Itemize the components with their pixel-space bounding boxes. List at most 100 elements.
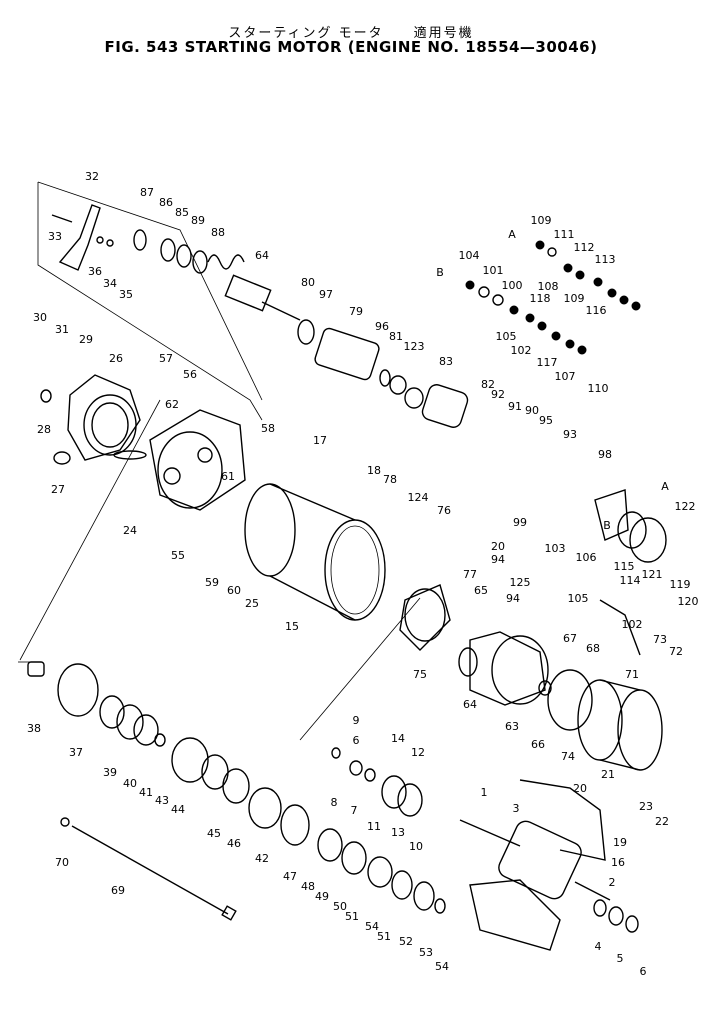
part-label: 103 [545,542,566,555]
part-label: 12 [411,746,425,759]
part-label: 77 [463,568,477,581]
part-label: 99 [513,516,527,529]
part-label: 92 [491,388,505,401]
part-label: 25 [245,597,259,610]
part-label: 57 [159,352,173,365]
grouping-bracket-lines [18,181,421,741]
part-label: 66 [531,738,545,751]
part-label: 55 [171,549,185,562]
part-label: 94 [491,553,505,566]
part-label: 19 [613,836,627,849]
yoke-housing [244,483,386,621]
part-label: 3 [513,802,520,815]
middle-washers [331,747,423,817]
part-label: 116 [586,304,607,317]
part-label: 51 [345,910,359,923]
part-label: 11 [367,820,381,833]
part-label: 26 [109,352,123,365]
part-label: 94 [506,592,520,605]
part-label: 53 [419,946,433,959]
part-label: 2 [609,876,616,889]
part-label: 40 [123,777,137,790]
part-label: 114 [620,574,641,587]
part-label: A [508,228,516,241]
part-label: 106 [576,551,597,564]
part-label: 124 [408,491,429,504]
part-label: 16 [611,856,625,869]
part-label: 27 [51,483,65,496]
part-label: 88 [211,226,225,239]
part-label: 76 [437,504,451,517]
part-label: 20 [573,782,587,795]
part-label: 46 [227,837,241,850]
part-label: 54 [435,960,449,973]
part-label: 29 [79,333,93,346]
part-label: B [603,519,611,532]
part-label: 36 [88,265,102,278]
part-label: 81 [389,330,403,343]
part-label: 109 [531,214,552,227]
part-label: 86 [159,196,173,209]
part-label: 123 [404,340,425,353]
part-label: 56 [183,368,197,381]
part-label: 41 [139,786,153,799]
part-label: 50 [333,900,347,913]
part-label: 30 [33,311,47,324]
part-label: 64 [255,249,269,262]
shift-lever [51,204,114,271]
part-label: 35 [119,288,133,301]
brush-holder [399,584,451,651]
part-label: 45 [207,827,221,840]
part-label: 47 [283,870,297,883]
part-label: A [661,480,669,493]
part-label: 104 [459,249,480,262]
part-label: 78 [383,473,397,486]
part-label: 6 [353,734,360,747]
part-label: 39 [103,766,117,779]
part-label: 51 [377,930,391,943]
spring-stack [133,229,245,274]
part-label: 109 [564,292,585,305]
part-label: 93 [563,428,577,441]
part-label: 82 [481,378,495,391]
part-label: 63 [505,720,519,733]
part-label: 48 [301,880,315,893]
part-label: 52 [399,935,413,948]
part-label: 102 [511,344,532,357]
part-label: 54 [365,920,379,933]
part-label: 28 [37,423,51,436]
part-label: 73 [653,633,667,646]
part-label: 34 [103,277,117,290]
part-label: 21 [601,768,615,781]
part-label: 95 [539,414,553,427]
part-label: 118 [530,292,551,305]
part-label: 102 [622,618,643,631]
part-label: 87 [140,186,154,199]
part-label: 37 [69,746,83,759]
part-label: 58 [261,422,275,435]
part-label: 68 [586,642,600,655]
part-label: 115 [614,560,635,573]
part-label: 119 [670,578,691,591]
part-label: 105 [496,330,517,343]
part-label: 14 [391,732,405,745]
part-label: 24 [123,524,137,537]
part-label: 83 [439,355,453,368]
part-label: 8 [331,796,338,809]
part-label: 18 [367,464,381,477]
part-label: 90 [525,404,539,417]
part-label: 64 [463,698,477,711]
part-label: 125 [510,576,531,589]
cap-assembly [594,489,667,656]
part-label: 31 [55,323,69,336]
part-label: 5 [617,952,624,965]
part-label: 13 [391,826,405,839]
part-label: 111 [554,228,575,241]
part-label: 107 [555,370,576,383]
part-label: 9 [353,714,360,727]
part-label: 112 [574,241,595,254]
part-label: 42 [255,852,269,865]
drive-pinion-group [27,661,446,914]
part-label: 80 [301,276,315,289]
